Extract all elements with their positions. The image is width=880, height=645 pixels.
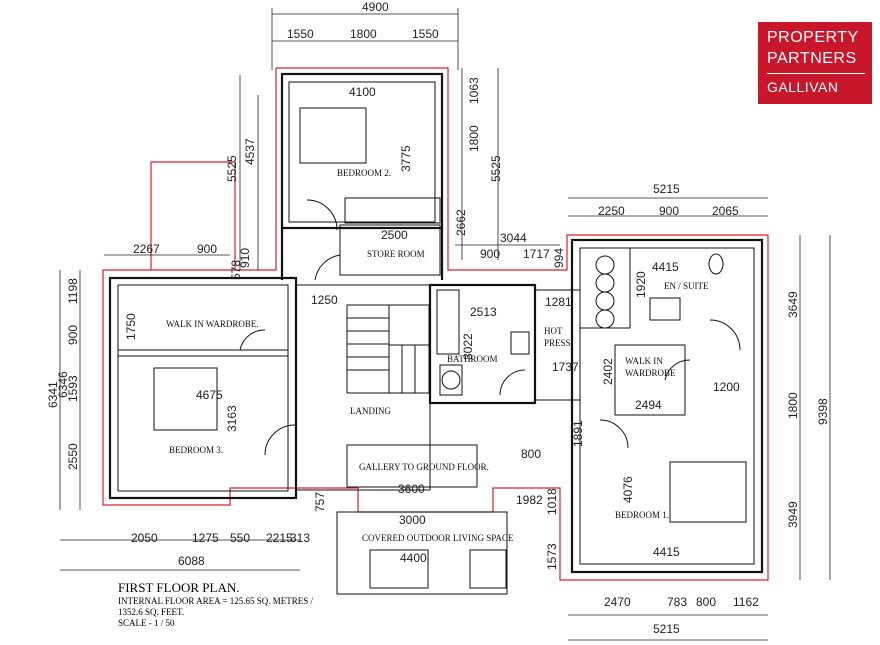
- dim-1800-right: 1800: [786, 392, 800, 419]
- dim-2215: 2215: [266, 531, 293, 545]
- dim-2662: 2662: [454, 209, 468, 236]
- room-bedroom-3: BEDROOM 3.: [169, 445, 223, 455]
- dim-1162: 1162: [733, 595, 759, 609]
- dim-2494: 2494: [635, 398, 662, 412]
- dim-3044: 3044: [500, 231, 527, 245]
- dim-store-2500: 2500: [381, 228, 408, 242]
- dim-5525-left: 5525: [225, 155, 239, 182]
- dim-1573: 1573: [545, 543, 559, 570]
- dim-900b: 900: [66, 325, 80, 345]
- dim-1800-top: 1800: [467, 125, 481, 152]
- agency-logo: PROPERTY PARTNERS GALLIVAN: [758, 22, 872, 104]
- dim-1891: 1891: [571, 420, 585, 447]
- dim-578: 578: [229, 260, 243, 280]
- scale-label: SCALE - 1 / 50: [118, 618, 175, 628]
- dim-5525-right: 5525: [489, 155, 503, 182]
- dim-2470: 2470: [604, 595, 631, 609]
- dim-900-mid: 900: [480, 247, 500, 261]
- dim-2250: 2250: [598, 204, 625, 218]
- dim-900-right: 900: [659, 204, 679, 218]
- dim-cov-3000: 3000: [399, 513, 426, 527]
- dim-1920: 1920: [634, 271, 648, 298]
- dim-2267: 2267: [133, 242, 160, 256]
- dim-ens-4415: 4415: [652, 260, 679, 274]
- dim-1250: 1250: [311, 293, 338, 307]
- dim-2050: 2050: [131, 531, 158, 545]
- dim-gallery-3600: 3600: [398, 482, 425, 496]
- dim-6346: 6346: [56, 371, 70, 398]
- room-bedroom-2: BEDROOM 2.: [337, 168, 391, 178]
- dim-bed2-width: 4100: [349, 85, 376, 99]
- dim-313: 313: [290, 531, 310, 545]
- dim-4076: 4076: [621, 476, 635, 503]
- dim-800: 800: [696, 595, 716, 609]
- walls: [108, 72, 764, 595]
- room-gallery: GALLERY TO GROUND FLOOR.: [359, 462, 489, 472]
- room-hot-press-1: HOT: [544, 326, 563, 336]
- dim-757: 757: [313, 492, 327, 512]
- dim-top-c: 1550: [412, 27, 439, 41]
- room-hot-press-2: PRESS.: [544, 338, 573, 348]
- dim-1717: 1717: [523, 247, 550, 261]
- room-landing: LANDING: [350, 406, 391, 416]
- dim-1737: 1737: [552, 360, 579, 374]
- room-bathroom: BATHROOM: [447, 354, 498, 364]
- logo-divider: [767, 73, 865, 74]
- dim-brb-5215: 5215: [653, 622, 680, 636]
- dim-3949: 3949: [786, 501, 800, 528]
- dim-4537: 4537: [243, 138, 257, 165]
- dim-783: 783: [667, 595, 687, 609]
- logo-line-3: GALLIVAN: [767, 79, 839, 95]
- logo-line-1: PROPERTY: [767, 29, 859, 46]
- room-walk-in-wardrobe: WALK IN WARDROBE.: [166, 319, 259, 329]
- dim-4675: 4675: [196, 388, 223, 402]
- dim-1275: 1275: [192, 531, 219, 545]
- external-outline: [102, 67, 769, 581]
- dim-2513: 2513: [470, 305, 497, 319]
- room-en-suite: EN / SUITE: [664, 281, 709, 291]
- room-bedroom-1: BEDROOM 1.: [615, 510, 669, 520]
- dim-1200: 1200: [713, 380, 740, 394]
- dim-1281: 1281: [545, 295, 572, 309]
- dim-2550: 2550: [66, 443, 80, 470]
- dim-3649: 3649: [786, 291, 800, 318]
- title-block: FIRST FLOOR PLAN. INTERNAL FLOOR AREA = …: [118, 580, 313, 629]
- site-line: [150, 161, 236, 270]
- dim-cov-4400: 4400: [400, 551, 427, 565]
- area-line-2: 1352.6 SQ. FEET.: [118, 607, 185, 617]
- dim-994: 994: [552, 248, 566, 268]
- area-line-1: INTERNAL FLOOR AREA = 125.65 SQ. METRES …: [118, 596, 314, 606]
- dim-1018: 1018: [545, 488, 559, 515]
- dim-2065: 2065: [712, 204, 739, 218]
- room-walk-in-2: WARDROBE: [625, 368, 676, 378]
- logo-line-2: PARTNERS: [767, 50, 857, 67]
- dim-bed2-depth: 3775: [399, 145, 413, 172]
- plan-title: FIRST FLOOR PLAN.: [118, 580, 240, 595]
- dim-910: 910: [238, 248, 252, 268]
- room-walk-in-1: WALK IN: [625, 356, 663, 366]
- dim-1750: 1750: [124, 313, 138, 340]
- room-covered-outdoor: COVERED OUTDOOR LIVING SPACE: [362, 533, 514, 543]
- dim-550: 550: [230, 531, 250, 545]
- dim-3163: 3163: [225, 405, 239, 432]
- dim-2402: 2402: [601, 358, 615, 385]
- dim-1063: 1063: [467, 77, 481, 104]
- dim-6341: 6341: [46, 381, 60, 408]
- dim-top-total: 4900: [362, 0, 389, 14]
- room-store: STORE ROOM: [367, 249, 425, 259]
- dim-9398: 9398: [816, 398, 830, 425]
- dim-6088: 6088: [178, 554, 205, 568]
- dim-900-left: 900: [197, 242, 217, 256]
- dim-right-5215: 5215: [653, 182, 680, 196]
- dim-gallery-800: 800: [521, 447, 541, 461]
- dimension-lines: [59, 8, 831, 641]
- dim-top-a: 1550: [287, 27, 314, 41]
- dim-top-b: 1800: [350, 27, 377, 41]
- dim-1982: 1982: [516, 493, 543, 507]
- dim-1593: 1593: [66, 375, 80, 402]
- dim-3022: 3022: [461, 333, 475, 360]
- dim-1198: 1198: [66, 278, 80, 304]
- dim-bed1-4415: 4415: [653, 545, 680, 559]
